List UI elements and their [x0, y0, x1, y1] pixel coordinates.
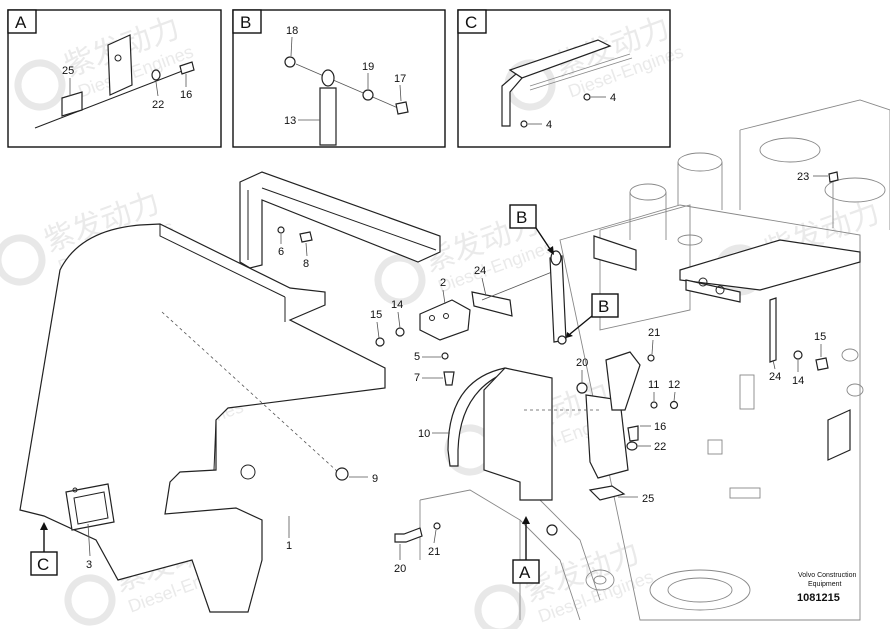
bolt-part	[179, 61, 195, 75]
ref-tag-letter: B	[598, 297, 609, 316]
latch-assembly	[447, 351, 679, 536]
screw-part	[443, 371, 455, 386]
spring-clip-part	[61, 91, 83, 117]
ref-tag-c: C	[30, 522, 58, 576]
washer-part	[151, 69, 161, 81]
callout-20: 20	[576, 357, 588, 369]
bolt-part	[576, 382, 588, 394]
washer-part	[793, 350, 803, 360]
footer-block: Volvo Construction Equipment 1081215	[797, 572, 856, 604]
bolt-part	[828, 171, 839, 183]
washer-part	[433, 522, 441, 530]
main-cover-panel	[19, 223, 386, 613]
callout-5: 5	[414, 351, 420, 363]
watermark-tile: 紫发动力 Diesel-Engines	[14, 11, 196, 111]
washer-part	[284, 56, 296, 68]
callout-1: 1	[286, 540, 292, 552]
callout-16: 16	[180, 89, 192, 101]
bracket-strip-part	[769, 297, 777, 363]
bracket-part	[593, 235, 637, 271]
detail-box-a: A 25 22 16	[7, 9, 222, 148]
callout-16: 16	[654, 421, 666, 433]
detail-box-b: B 18 19 17 13	[232, 9, 446, 148]
hinge-plate-part	[471, 291, 513, 317]
callout-4a: 4	[610, 92, 616, 104]
seal-panel	[483, 367, 553, 501]
callout-24: 24	[474, 265, 486, 277]
bolt-part	[375, 337, 385, 347]
callout-19: 19	[362, 61, 374, 73]
hook-part	[827, 409, 851, 461]
callout-24-right: 24	[769, 371, 781, 383]
callout-15-right: 15	[814, 331, 826, 343]
detail-box-b-letter: B	[240, 13, 251, 32]
callout-14: 14	[391, 299, 403, 311]
bolt-part	[394, 527, 423, 543]
bracket-part	[107, 34, 133, 96]
callout-7: 7	[414, 372, 420, 384]
bolt-part	[299, 231, 313, 243]
callout-6: 6	[278, 246, 284, 258]
hinge-assembly	[375, 235, 637, 386]
callout-22: 22	[152, 99, 164, 111]
gas-strut-part	[319, 87, 337, 146]
ref-tag-a: A	[512, 516, 540, 584]
clip-part	[588, 485, 626, 501]
callout-17: 17	[394, 73, 406, 85]
washer-part	[441, 352, 449, 360]
gas-strut-main	[549, 255, 567, 343]
engine-compartment	[419, 99, 890, 621]
inspection-window-part	[65, 483, 115, 531]
callout-11: 11	[648, 379, 659, 391]
ref-tag-b-upper: B	[509, 204, 554, 255]
callout-14-right: 14	[792, 375, 804, 387]
callout-20-bottom: 20	[394, 563, 406, 575]
detail-box-c: C 4 4	[457, 9, 671, 148]
callout-25: 25	[62, 65, 74, 77]
ref-tag-letter: A	[519, 563, 531, 582]
callout-25: 25	[642, 493, 654, 505]
main-callouts: 23 6 8 2 24 15 14 5 7 21 20 11 12 16 22 …	[86, 171, 828, 575]
callout-21: 21	[648, 327, 660, 339]
washer-part	[395, 327, 405, 337]
callout-8: 8	[303, 258, 309, 270]
callout-18: 18	[286, 25, 298, 37]
callout-13: 13	[284, 115, 296, 127]
callout-15: 15	[370, 309, 382, 321]
callout-10: 10	[418, 428, 430, 440]
latch-arm-part	[605, 351, 641, 411]
callout-22: 22	[654, 441, 666, 453]
ref-tag-b-lower: B	[566, 293, 619, 338]
callout-23: 23	[797, 171, 809, 183]
footer-brand-line2: Equipment	[808, 581, 842, 588]
hinge-part	[419, 299, 471, 341]
nut-part	[395, 101, 409, 115]
callout-12: 12	[668, 379, 680, 391]
callout-2: 2	[440, 277, 446, 289]
callout-4b: 4	[546, 119, 552, 131]
washer-part	[277, 226, 285, 234]
bolt-part	[815, 357, 829, 371]
callout-21-bottom: 21	[428, 546, 440, 558]
washer-part	[362, 89, 374, 101]
footer-brand-line1: Volvo Construction	[798, 572, 856, 579]
seal-strip-bend	[501, 73, 523, 127]
ref-tag-letter: B	[516, 208, 527, 227]
engine-cover-plate	[679, 239, 861, 291]
callout-3: 3	[86, 559, 92, 571]
frame-bracket	[239, 171, 441, 269]
drawing-number: 1081215	[797, 592, 840, 604]
detail-box-c-letter: C	[465, 13, 477, 32]
detail-box-a-letter: A	[15, 13, 27, 32]
grommet-part	[335, 467, 349, 481]
watermark-tile: 紫发动力 Diesel-Engines	[474, 536, 656, 629]
ref-tag-letter: C	[37, 555, 49, 574]
callout-9: 9	[372, 473, 378, 485]
